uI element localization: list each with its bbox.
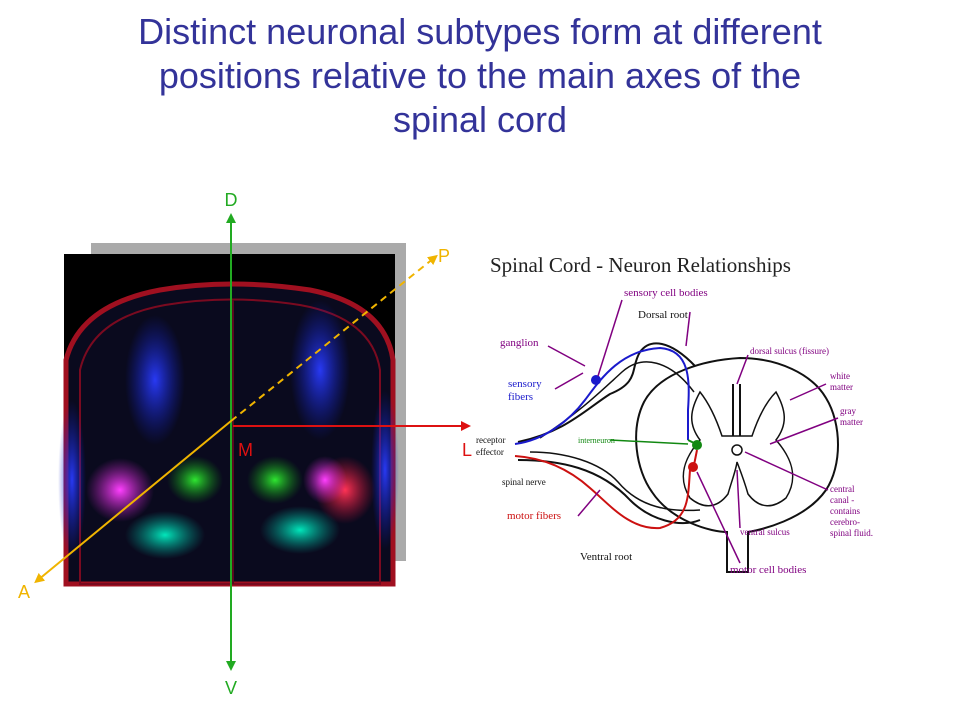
label-spinal-nerve: spinal nerve	[502, 477, 546, 487]
schematic-title: Spinal Cord - Neuron Relationships	[490, 253, 791, 277]
title-line-3: spinal cord	[392, 99, 568, 140]
teal-cluster-left	[125, 511, 205, 559]
title-line-1: Distinct neuronal subtypes form at diffe…	[138, 11, 822, 52]
central-canal	[731, 444, 743, 456]
blue-dorsal-left	[125, 315, 185, 445]
label-central-canal-5: spinal fluid.	[830, 528, 873, 538]
interneuron-cell-body	[692, 440, 702, 450]
blue-edge-right	[371, 390, 399, 550]
label-white-matter-1: white	[830, 371, 850, 381]
ventral-root-outer	[517, 459, 701, 525]
label-anterior: A	[18, 582, 30, 602]
label-lateral: L	[462, 440, 472, 460]
label-motor-cell-bodies: motor cell bodies	[730, 564, 806, 576]
pointer-lines	[547, 299, 839, 564]
label-ventral-sulcus: ventral sulcus	[740, 527, 790, 537]
label-central-canal-4: cerebro-	[830, 517, 860, 527]
green-cluster-right	[247, 456, 303, 504]
motor-fiber	[514, 455, 691, 530]
green-cluster-left	[167, 456, 223, 504]
label-ventral-root: Ventral root	[580, 551, 632, 563]
title-line-2: positions relative to the main axes of t…	[158, 55, 802, 96]
label-gray-matter-1: gray	[840, 406, 856, 416]
blue-dorsal-right	[290, 300, 350, 440]
label-effector: effector	[476, 447, 504, 457]
cord-outline	[635, 356, 839, 573]
blue-edge-left	[58, 400, 86, 560]
axes: D V M L A P	[18, 190, 472, 698]
label-dorsal: D	[225, 190, 238, 210]
posterior-axis-dashed	[230, 254, 438, 422]
label-dorsal-root: Dorsal root	[638, 309, 688, 321]
dorsal-root-outer	[517, 342, 696, 443]
schematic-background	[474, 242, 888, 578]
schematic-labels: sensory cell bodies Dorsal root ganglion…	[476, 287, 873, 576]
label-central-canal-1: central	[830, 484, 855, 494]
label-gray-matter-2: matter	[840, 417, 863, 427]
slide-title: Distinct neuronal subtypes form at diffe…	[40, 10, 920, 142]
label-sensory-fibers-1: sensory	[508, 378, 542, 390]
label-motor-fibers: motor fibers	[507, 510, 561, 522]
ventral-root-inner	[529, 451, 701, 512]
label-white-matter-2: matter	[830, 382, 853, 392]
sensory-fiber	[514, 346, 690, 445]
label-interneuron: interneuron	[578, 436, 615, 445]
teal-cluster-right	[260, 506, 340, 554]
label-dorsal-sulcus: dorsal sulcus (fissure)	[750, 346, 829, 356]
motor-cell-body	[688, 462, 698, 472]
label-ventral: V	[225, 678, 237, 698]
magenta-cluster-right	[303, 456, 347, 504]
inner-boundary	[79, 298, 381, 585]
sensory-cell-body	[591, 375, 601, 385]
schematic-diagram: Spinal Cord - Neuron Relationships	[474, 242, 888, 578]
label-central-canal-3: contains	[830, 506, 860, 516]
magenta-cluster-left	[86, 458, 154, 522]
anterior-axis	[34, 420, 232, 584]
label-central-canal-2: canal -	[830, 495, 854, 505]
label-ganglion: ganglion	[500, 337, 539, 349]
gray-matter-butterfly	[682, 390, 794, 507]
label-posterior: P	[438, 246, 450, 266]
label-medial: M	[238, 440, 253, 460]
label-sensory-cell-bodies: sensory cell bodies	[624, 287, 708, 299]
label-sensory-fibers-2: fibers	[508, 391, 533, 403]
label-receptor: receptor	[476, 435, 505, 445]
